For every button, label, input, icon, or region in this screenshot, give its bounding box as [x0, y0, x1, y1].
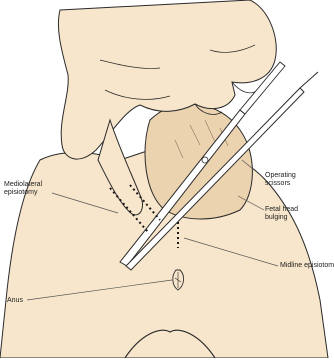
label-anus: Anus: [7, 297, 23, 305]
label-mediolateral-episiotomy: Mediolateral episiotomy: [4, 181, 42, 197]
label-mediolateral-line1: Mediolateral: [4, 181, 42, 189]
label-midline-episiotomy: Midline episiotom: [280, 262, 334, 270]
label-fetal-head-bulging: Fetal head bulging: [265, 206, 298, 222]
label-mediolateral-line2: episiotomy: [4, 189, 42, 197]
label-operating-scissors-line1: Operating: [265, 172, 296, 180]
label-operating-scissors-line2: scissors: [265, 180, 296, 188]
label-operating-scissors: Operating scissors: [265, 172, 296, 188]
label-fetal-head-line1: Fetal head: [265, 206, 298, 214]
label-fetal-head-line2: bulging: [265, 214, 298, 222]
